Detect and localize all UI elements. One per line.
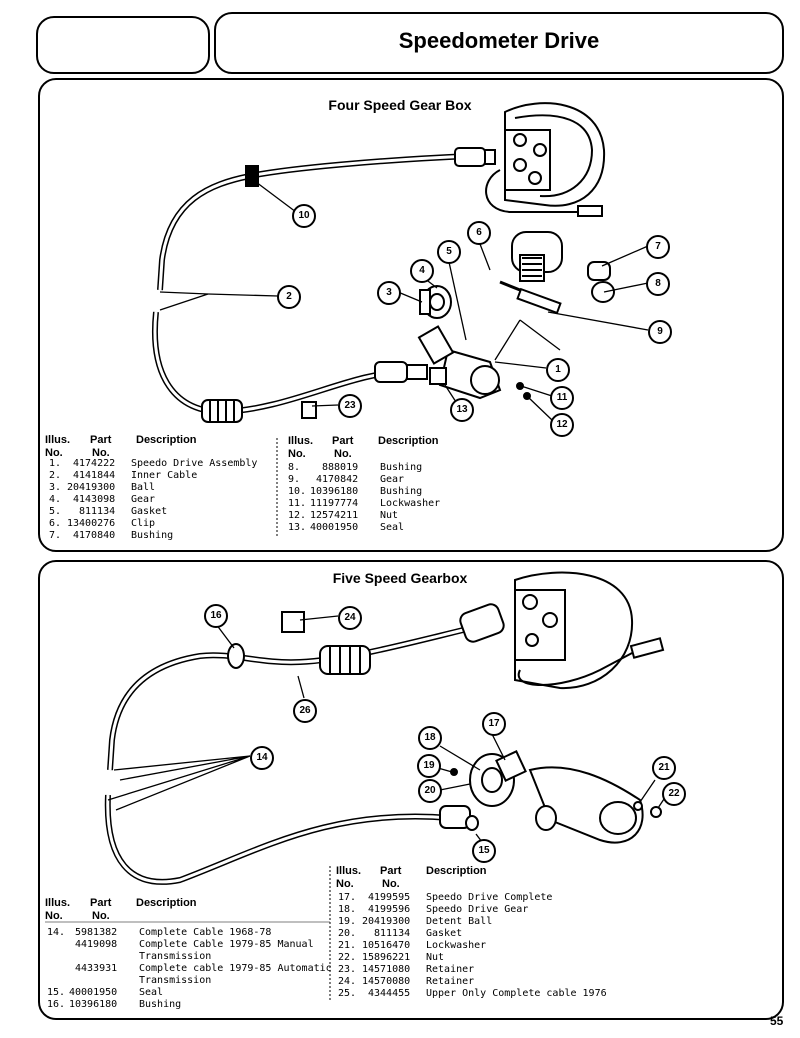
page-number: 55 (770, 1014, 784, 1028)
callout-17: 17 (482, 712, 506, 736)
fv-right-h-illus: Illus. (336, 865, 362, 877)
five-speed-heading: Five Speed Gearbox (332, 570, 468, 586)
fv-left-h-no1: No. (45, 910, 63, 922)
callout-21: 21 (652, 756, 676, 780)
page-title: Speedometer Drive (398, 28, 600, 53)
fv-right-h-desc: Description (426, 865, 487, 877)
callout-20: 20 (418, 779, 442, 803)
callout-8: 8 (646, 272, 670, 296)
callout-4: 4 (410, 259, 434, 283)
fs-right-h-illus: Illus. (288, 435, 314, 447)
fv-left-h-illus: Illus. (45, 897, 71, 909)
callout-24: 24 (338, 606, 362, 630)
fv-left-h-no2: No. (92, 910, 110, 922)
four-speed-diagram (152, 102, 649, 423)
callout-19: 19 (417, 754, 441, 778)
fs-left-h-part: Part (90, 434, 112, 446)
callout-13: 13 (450, 398, 474, 422)
fs-right-h-desc: Description (378, 435, 439, 447)
callout-22: 22 (662, 782, 686, 806)
fv-right-h-part: Part (380, 865, 402, 877)
fs-right-h-part: Part (332, 435, 354, 447)
callout-2: 2 (277, 285, 301, 309)
callout-5: 5 (437, 240, 461, 264)
callout-12: 12 (550, 413, 574, 437)
callout-26: 26 (293, 699, 317, 723)
callout-6: 6 (467, 221, 491, 245)
callout-10: 10 (292, 204, 316, 228)
fv-left-h-part: Part (90, 897, 112, 909)
fs-left-h-no1: No. (45, 447, 63, 459)
callout-23: 23 (338, 394, 362, 418)
header-title-box (214, 12, 784, 74)
fv-right-h-no1: No. (336, 878, 354, 890)
fs-left-h-no2: No. (92, 447, 110, 459)
callout-3: 3 (377, 281, 401, 305)
four-speed-heading: Four Speed Gear Box (328, 97, 472, 113)
fs-left-h-illus: Illus. (45, 434, 71, 446)
callout-1: 1 (546, 358, 570, 382)
five-speed-diagram (104, 571, 667, 885)
fv-right-h-no2: No. (382, 878, 400, 890)
callout-15: 15 (472, 839, 496, 863)
five-speed-panel (38, 560, 784, 1020)
fv-left-h-desc: Description (136, 897, 197, 909)
fs-right-h-no2: No. (334, 448, 352, 460)
fs-left-h-desc: Description (136, 434, 197, 446)
callout-11: 11 (550, 386, 574, 410)
callout-18: 18 (418, 726, 442, 750)
callout-7: 7 (646, 235, 670, 259)
header-left-box (36, 16, 210, 74)
callout-16: 16 (204, 604, 228, 628)
callout-9: 9 (648, 320, 672, 344)
fs-right-h-no1: No. (288, 448, 306, 460)
callout-14: 14 (250, 746, 274, 770)
